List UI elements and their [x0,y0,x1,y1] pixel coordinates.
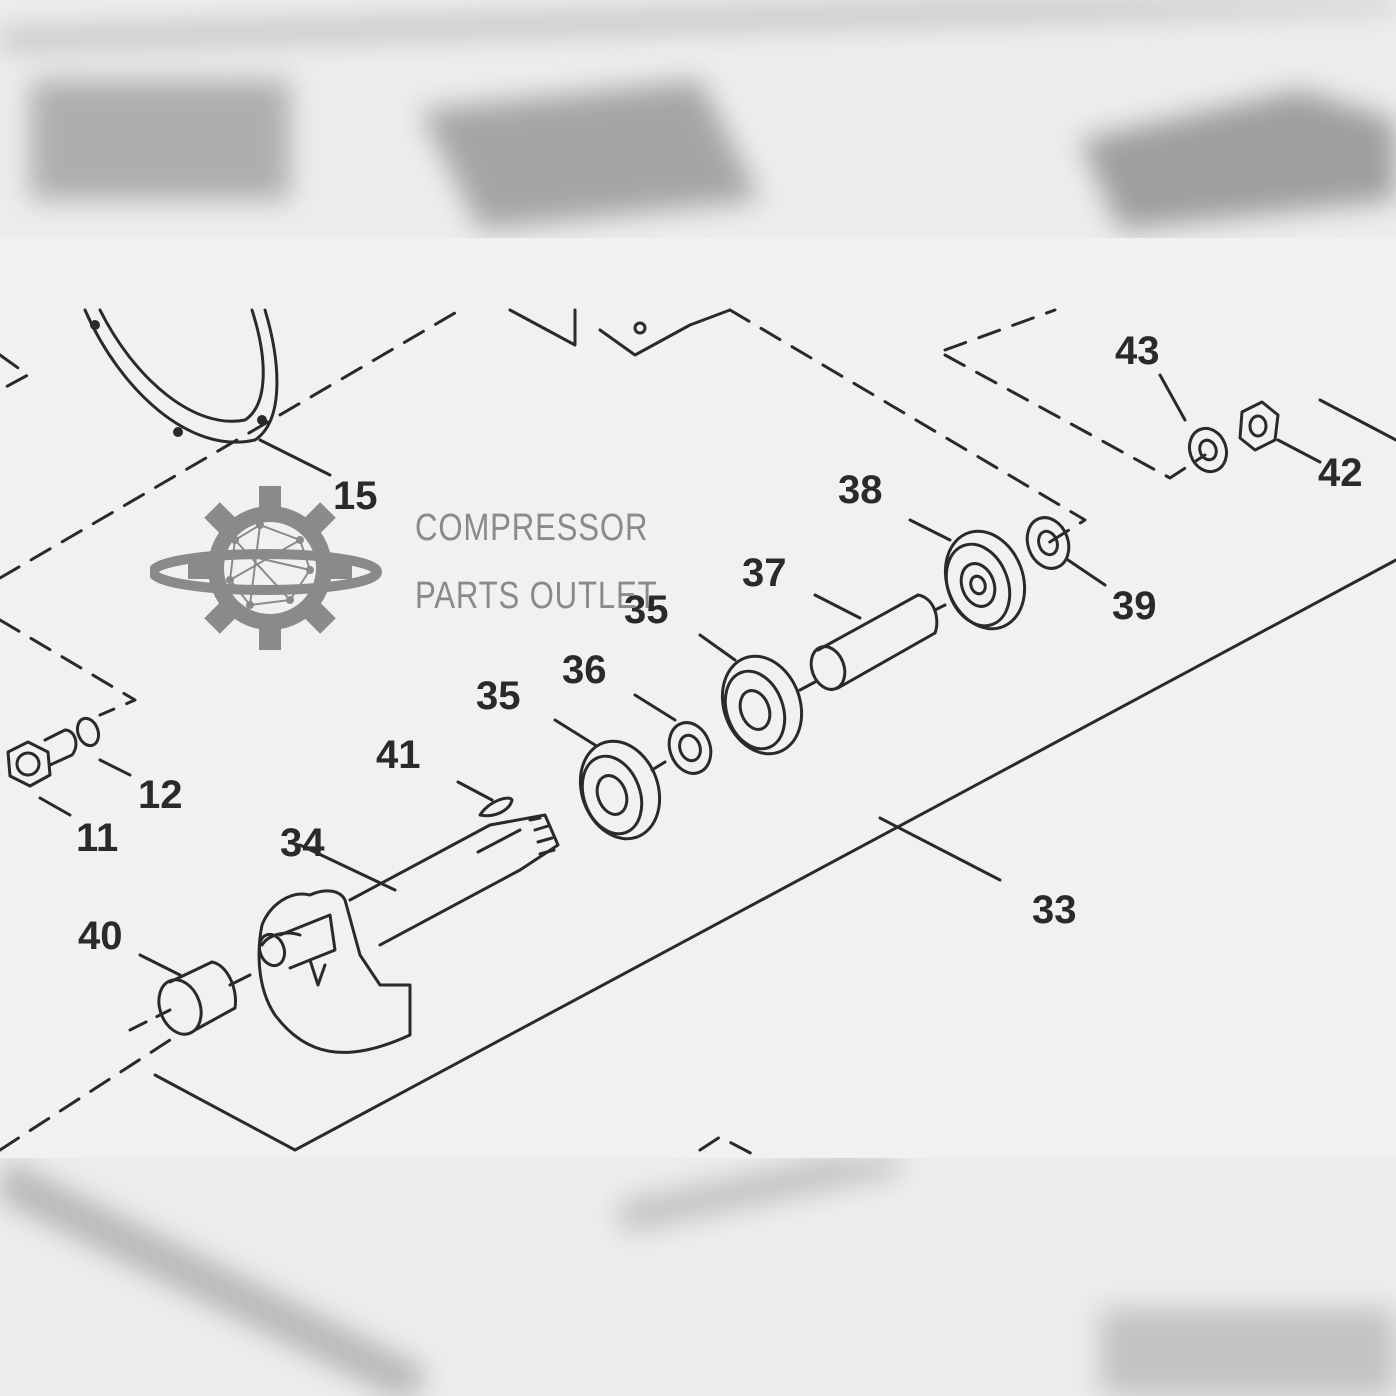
callout-37: 37 [742,551,787,595]
callout-42: 42 [1318,451,1363,495]
callout-36: 36 [562,648,607,692]
blurred-background-bottom [0,1158,1396,1396]
callout-41: 41 [376,733,421,777]
watermark-logo: COMPRESSOR PARTS OUTLET [150,485,657,655]
callout-39: 39 [1112,584,1157,628]
callout-40: 40 [78,914,123,958]
blurred-background-top [0,0,1396,238]
callout-35-lower: 35 [476,674,521,718]
exploded-parts-diagram: 43 42 15 38 39 37 35 36 35 41 12 11 34 4… [0,238,1396,1158]
callout-43: 43 [1115,329,1160,373]
callout-11: 11 [76,816,119,860]
gear-globe-icon [150,486,382,650]
brand-line-2: PARTS OUTLET [415,575,658,617]
callout-33: 33 [1032,888,1077,932]
diagram-drawing [0,308,1396,1158]
callout-35-upper: 35 [624,588,669,632]
dashed-boundary-lines [0,308,1207,1158]
callout-34: 34 [280,821,325,865]
callout-12: 12 [138,773,183,817]
callout-15: 15 [333,474,378,518]
callout-38: 38 [838,468,883,512]
brand-line-1: COMPRESSOR [415,507,649,549]
